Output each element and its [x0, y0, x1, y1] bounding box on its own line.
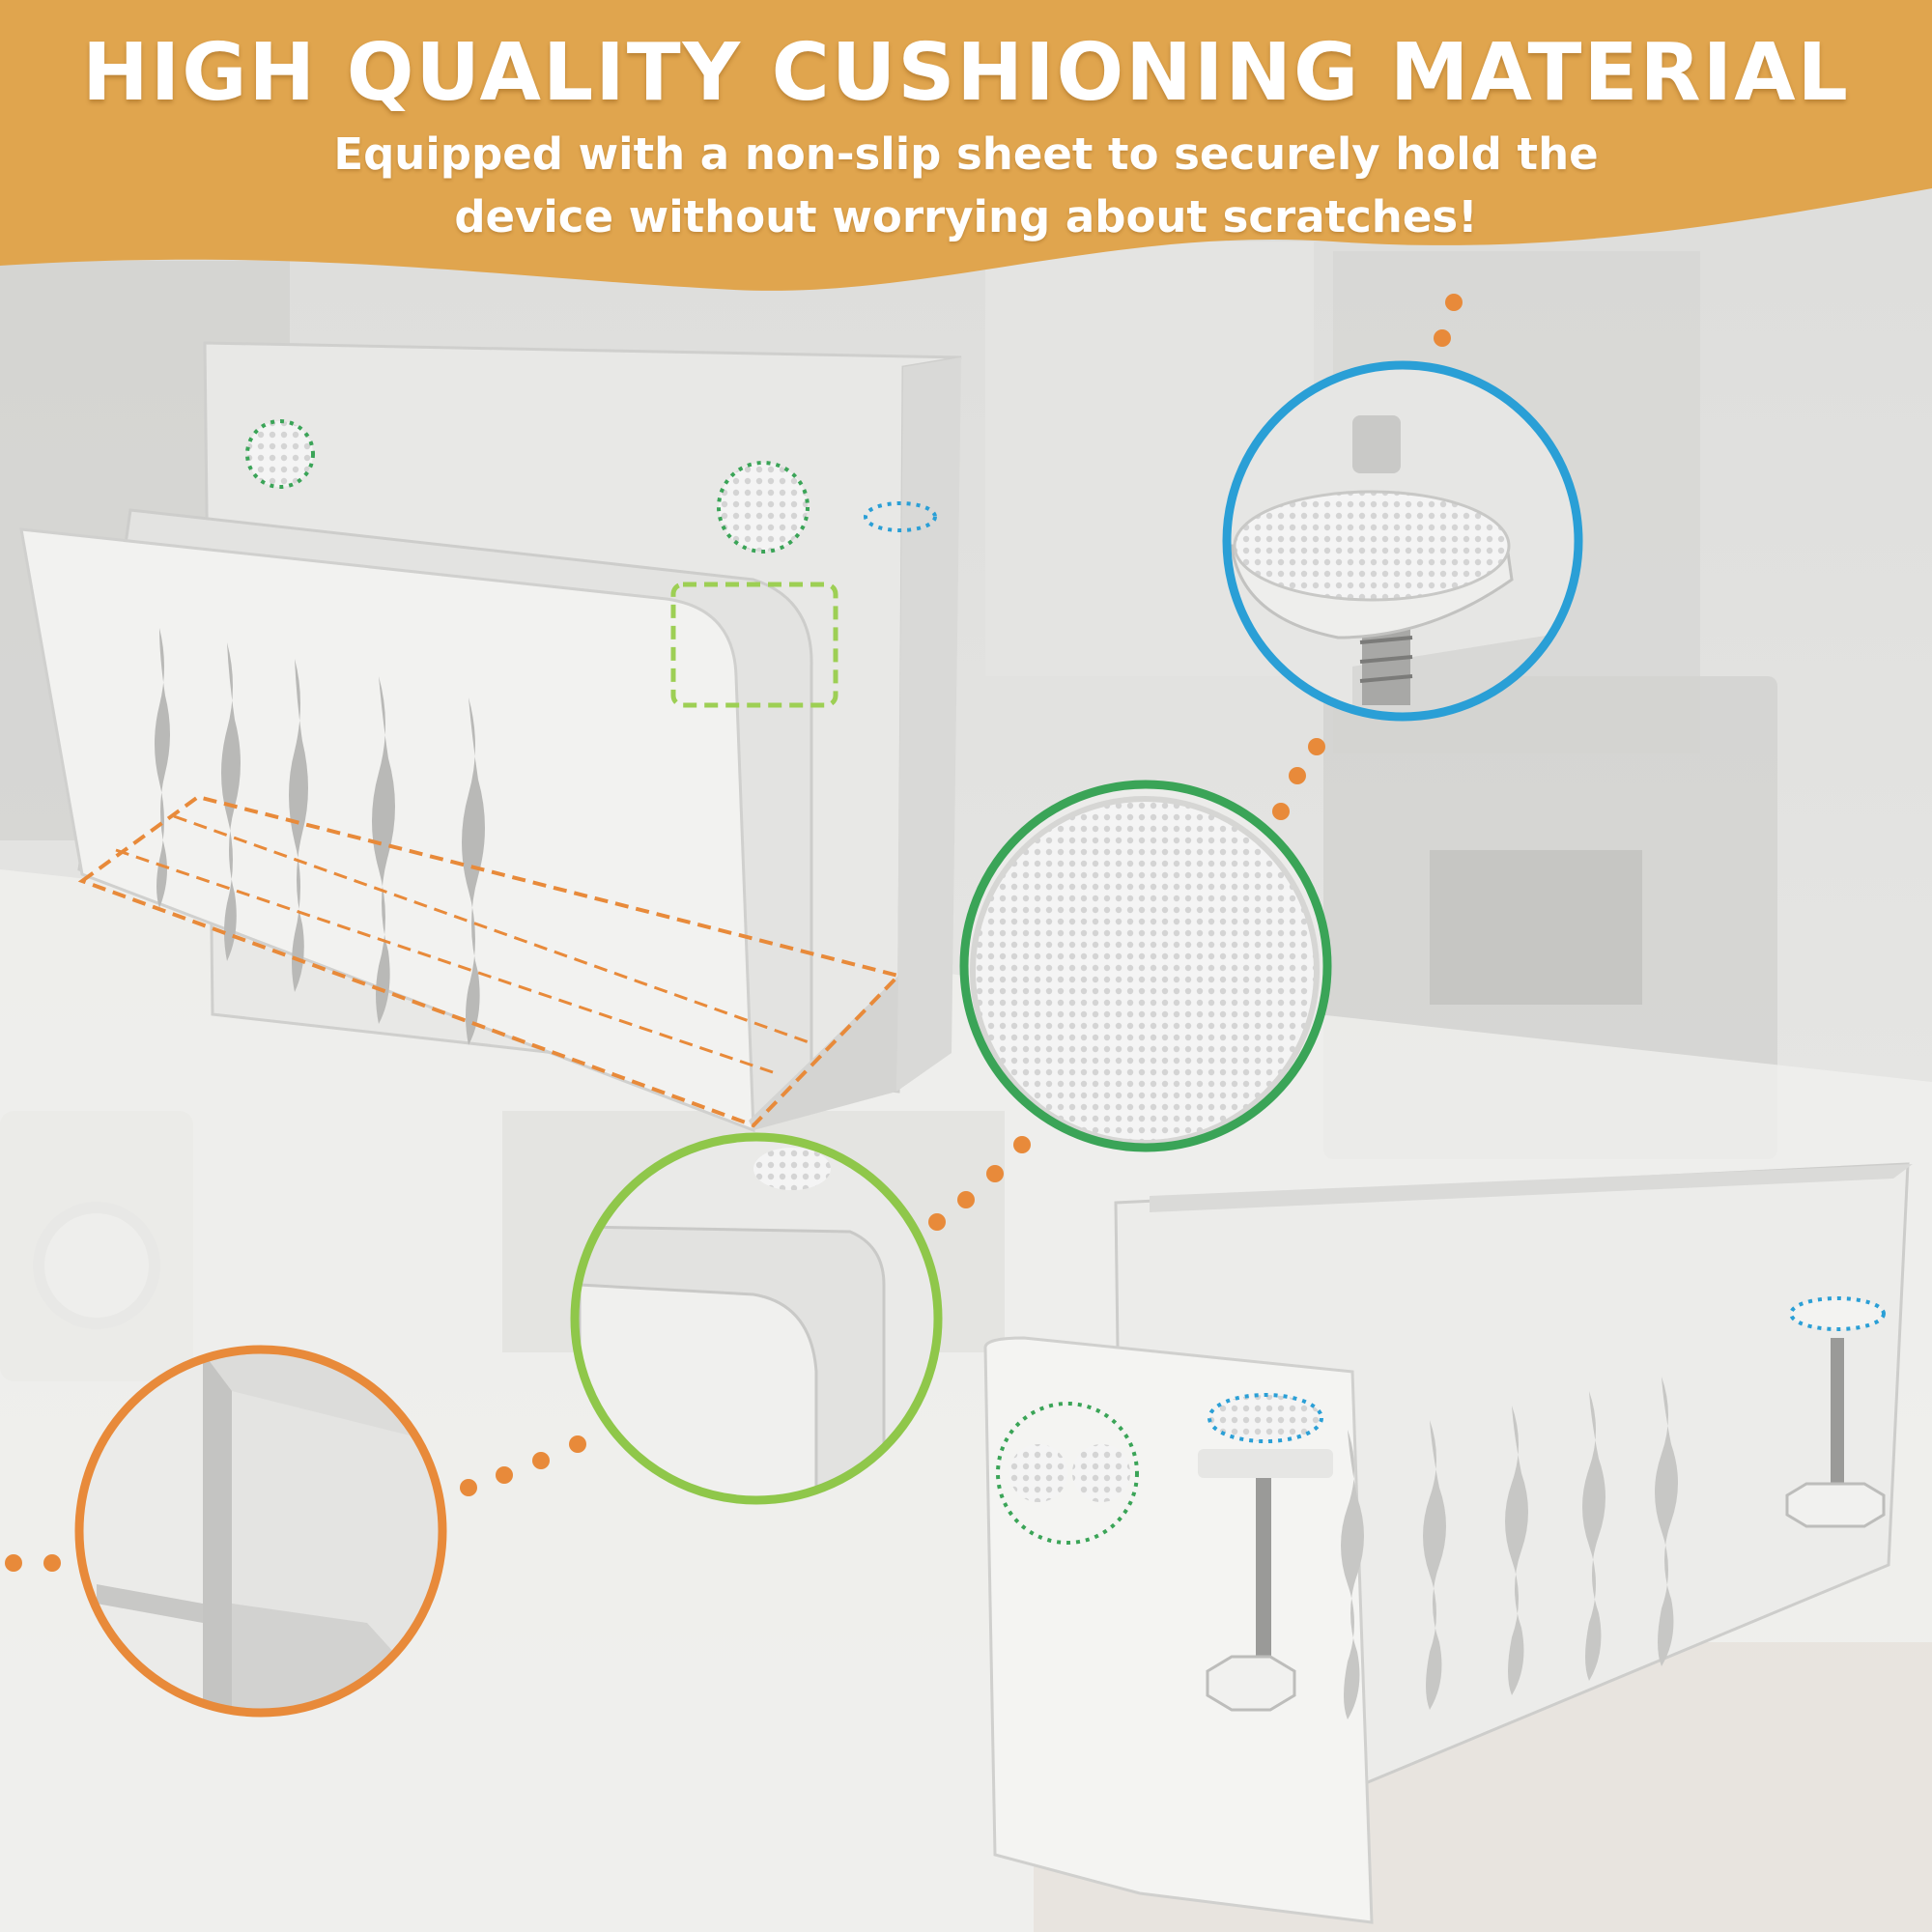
connector-dots — [5, 294, 1463, 1572]
headline-title: HIGH QUALITY CUSHIONING MATERIAL — [82, 27, 1850, 119]
headline-subtitle-line-1: Equipped with a non-slip sheet to secure… — [333, 128, 1599, 180]
product-stand-front-view — [19, 341, 962, 1133]
pad-indicator-1 — [245, 419, 315, 489]
callout-corner-edge — [570, 1132, 943, 1505]
headline-subtitle-line-2: device without worrying about scratches! — [454, 191, 1478, 242]
pad-indicator-2 — [717, 461, 810, 554]
header-banner — [0, 0, 1932, 291]
product-mounted-view — [983, 1162, 1913, 1924]
callout-divider-slot — [74, 1345, 447, 1718]
callout-non-slip-sheet — [959, 780, 1332, 1152]
